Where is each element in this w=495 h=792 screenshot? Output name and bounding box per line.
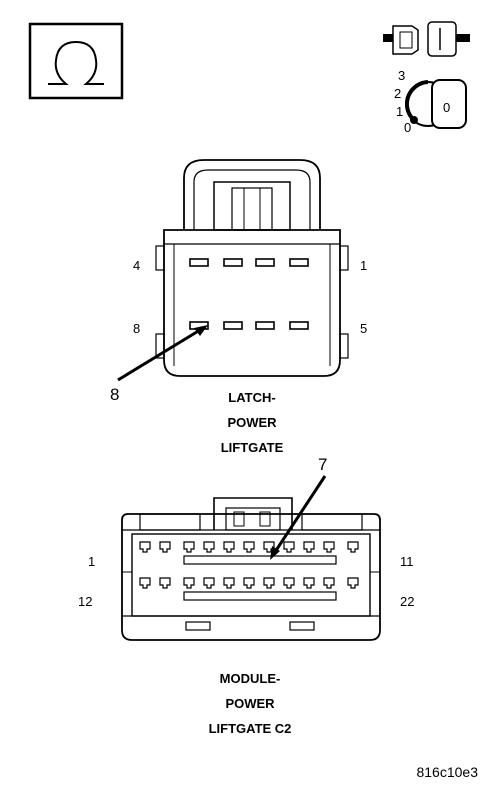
module-caption-line-2: POWER	[225, 696, 275, 711]
module-caption-line-3: LIFTGATE C2	[209, 721, 292, 736]
module-caption: MODULE- POWER LIFTGATE C2	[209, 671, 292, 736]
module-pin-cavity	[323, 541, 335, 553]
module-pin-cavity	[323, 577, 335, 589]
key-position-3: 3	[398, 68, 405, 83]
module-pin-label-1: 1	[88, 554, 95, 569]
module-terminal-lock-bar	[183, 555, 337, 565]
module-caption-line-1: MODULE-	[220, 671, 281, 686]
figure-id: 816c10e3	[416, 764, 478, 780]
ohm-symbol-box	[28, 22, 124, 100]
latch-pin-label-8: 8	[133, 321, 140, 336]
module-pin-cavity	[223, 541, 235, 553]
module-pin-cavity	[203, 541, 215, 553]
module-pin-cavity	[263, 577, 275, 589]
module-pin-row-bottom	[139, 577, 359, 601]
module-pin-row-top	[139, 541, 359, 565]
latch-caption-line-2: POWER	[227, 415, 277, 430]
module-pin-cavity	[243, 577, 255, 589]
latch-callout-8: 8	[110, 385, 119, 404]
ohm-icon	[48, 40, 104, 85]
module-callout-7: 7	[318, 455, 327, 474]
key-label: 0	[443, 100, 450, 115]
module-pin-cavity	[347, 577, 359, 589]
module-pin-cavity	[139, 541, 151, 553]
latch-pin-label-5: 5	[360, 321, 367, 336]
module-pin-label-12: 12	[78, 594, 92, 609]
ignition-key-icon: 3 2 1 0 0	[394, 68, 467, 135]
module-pin-cavity	[283, 541, 295, 553]
latch-pin-label-1: 1	[360, 258, 367, 273]
module-pin-cavity	[303, 541, 315, 553]
module-pin-cavity	[303, 577, 315, 589]
key-position-2: 2	[394, 86, 401, 101]
module-pin-cavity	[183, 541, 195, 553]
module-pin-cavity	[203, 577, 215, 589]
module-pin-cavity	[283, 577, 295, 589]
disconnected-connector-icon	[383, 21, 470, 57]
latch-pin-label-4: 4	[133, 258, 140, 273]
module-pin-cavity	[347, 541, 359, 553]
latch-caption: LATCH- POWER LIFTGATE	[221, 390, 284, 455]
latch-caption-line-1: LATCH-	[228, 390, 275, 405]
module-pin-label-11: 11	[400, 554, 414, 569]
module-terminal-lock-bar	[183, 591, 337, 601]
module-pin-label-22: 22	[400, 594, 414, 609]
module-pin-cavity	[139, 577, 151, 589]
module-pin-cavity	[159, 541, 171, 553]
module-pin-cavity	[223, 577, 235, 589]
module-pin-cavity	[263, 541, 275, 553]
module-pin-cavity	[243, 541, 255, 553]
latch-connector: 4 1 8 5 8	[110, 159, 367, 404]
latch-pin-row-top	[189, 258, 309, 267]
latch-pin-row-bottom	[189, 321, 309, 330]
key-position-0: 0	[404, 120, 411, 135]
module-pin-cavity	[183, 577, 195, 589]
key-position-1: 1	[396, 104, 403, 119]
module-pin-cavity	[159, 577, 171, 589]
module-connector: 1 11 12 22 7	[78, 455, 414, 641]
latch-caption-line-3: LIFTGATE	[221, 440, 284, 455]
